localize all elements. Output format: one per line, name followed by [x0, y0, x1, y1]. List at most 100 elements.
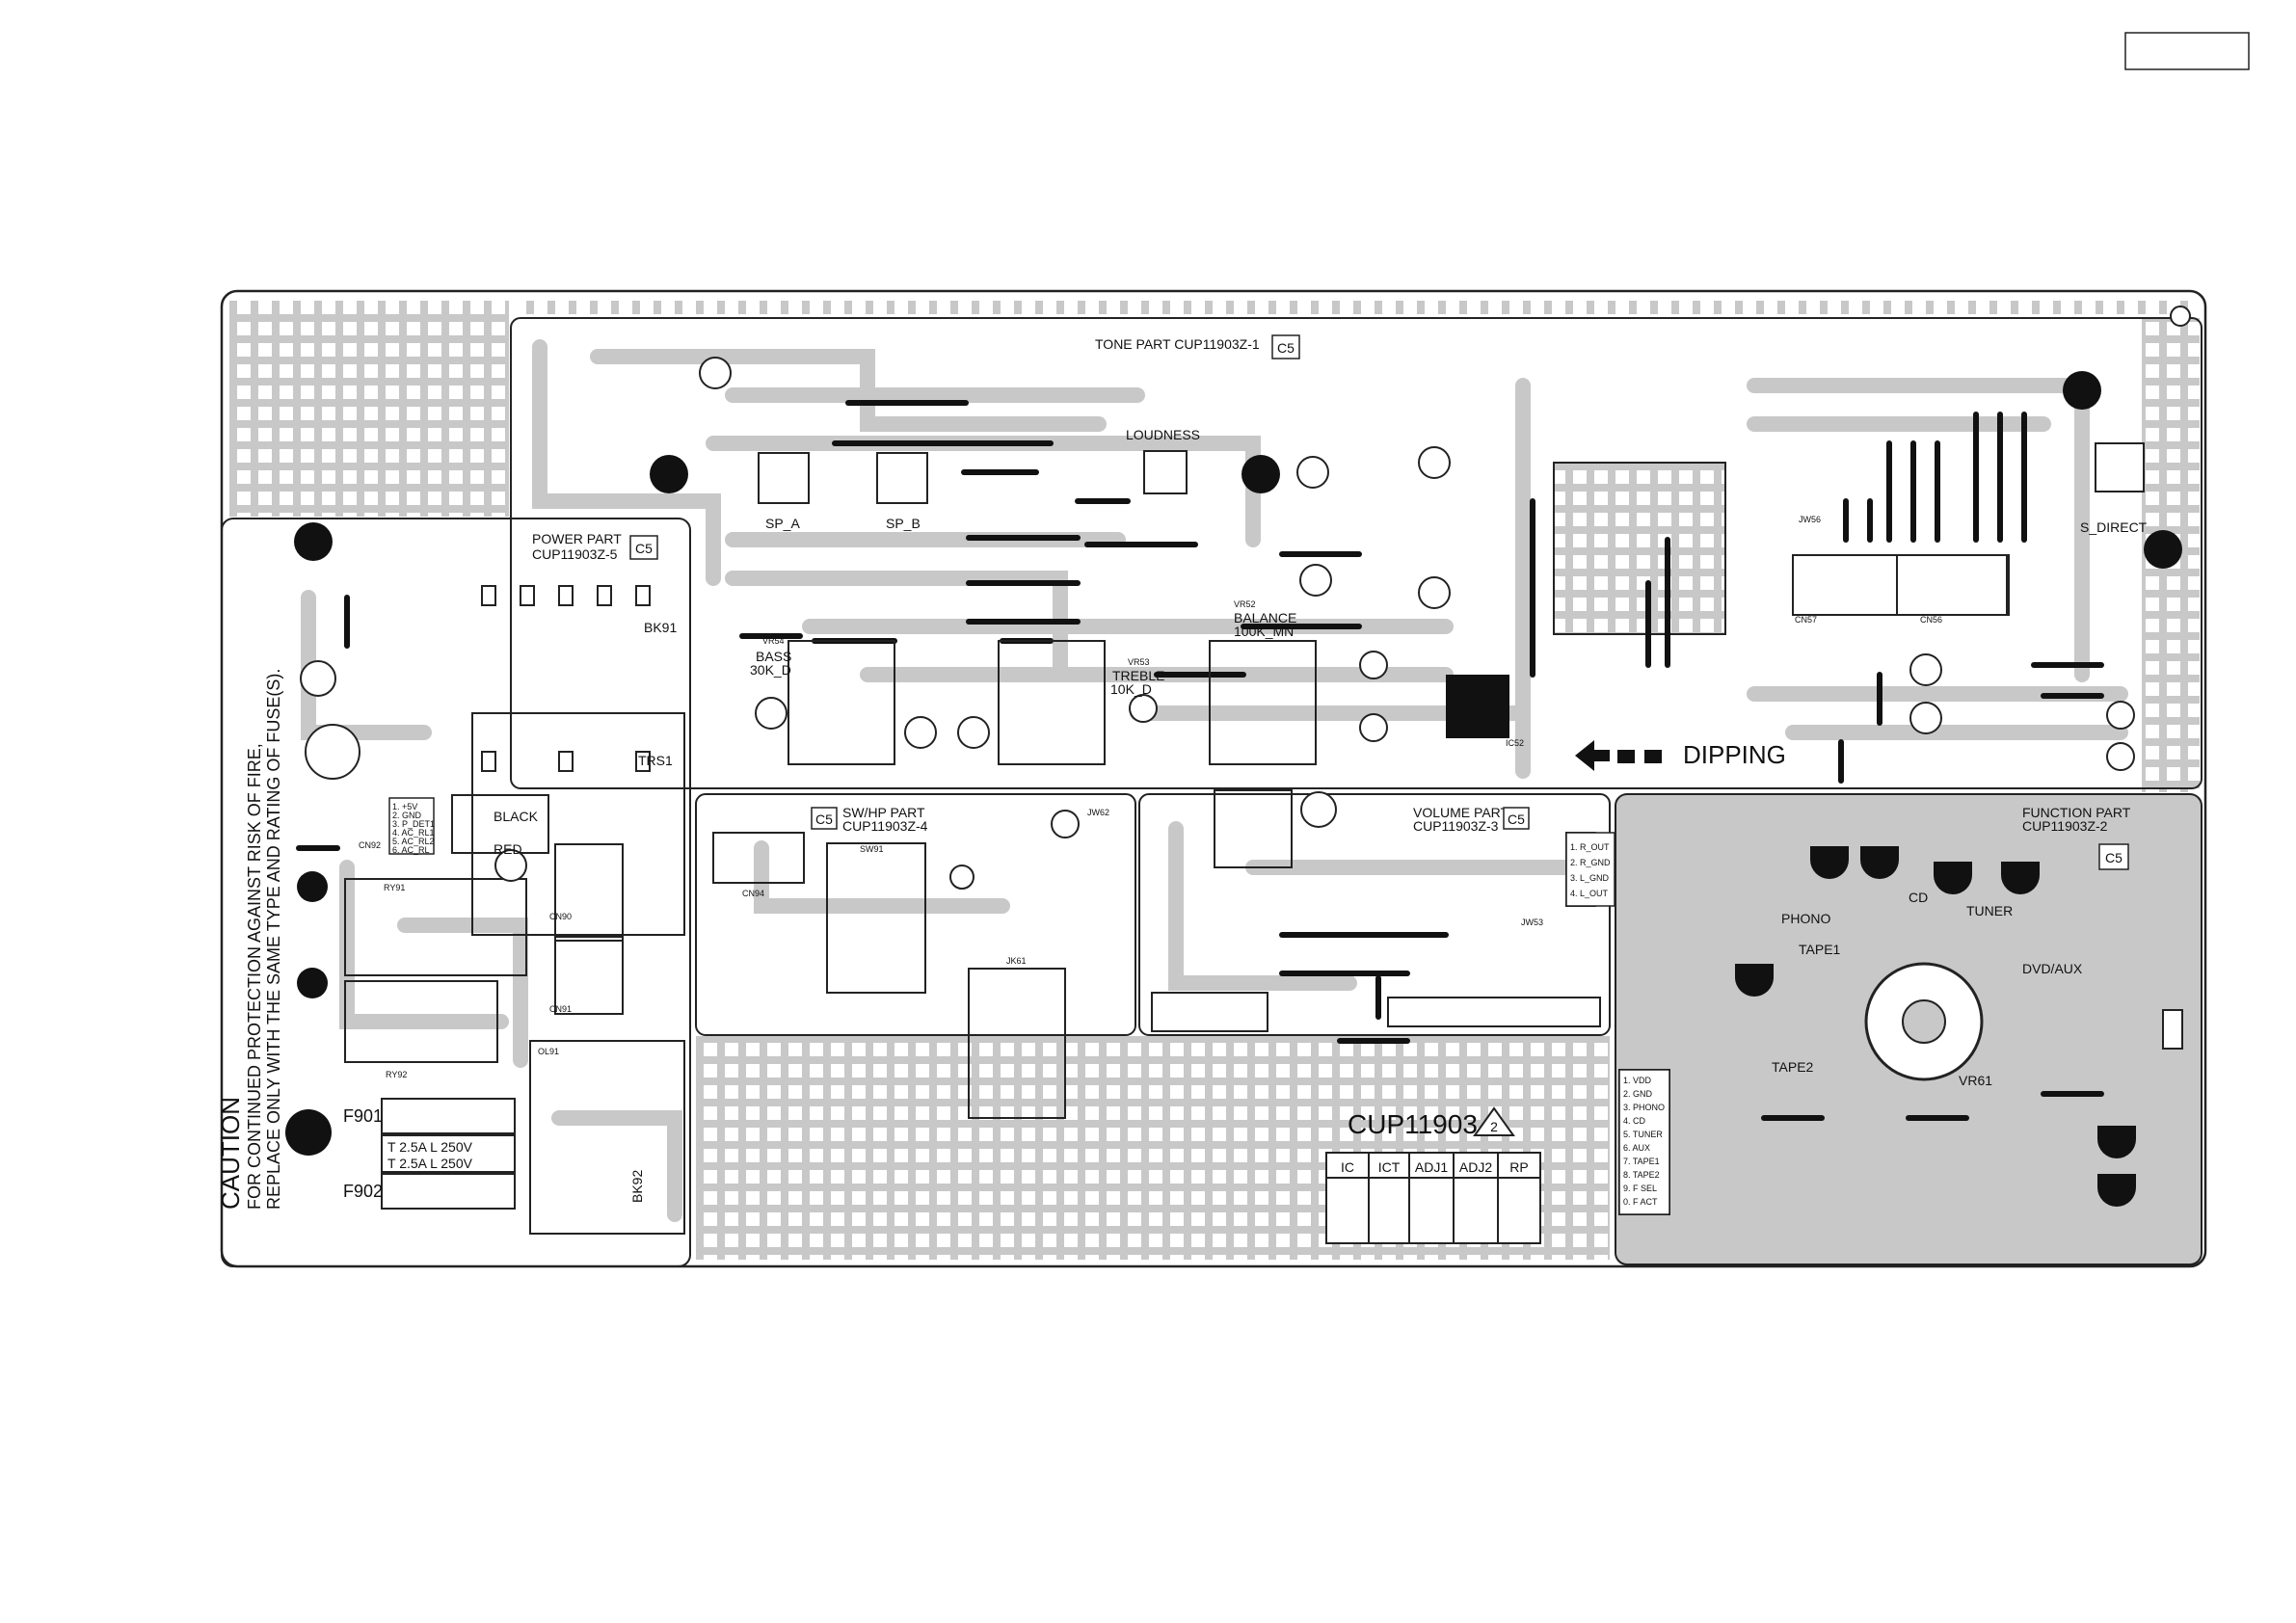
relay-ry92-outline [344, 980, 498, 1063]
capacitor [300, 660, 336, 697]
ry91-label: RY91 [384, 883, 405, 892]
function-pin: 4. CD [1623, 1116, 1646, 1126]
sw-hp-part-title-2: CUP11903Z-4 [842, 818, 928, 834]
power-pin: 1. +5V [392, 802, 417, 812]
s-direct-label: S_DIRECT [2080, 519, 2148, 535]
switch-loudness [1143, 450, 1188, 494]
switch-s-direct [2095, 442, 2145, 492]
volume-pinout-box [1565, 832, 1615, 907]
sw-hp-part-title-1: SW/HP PART [842, 805, 925, 820]
sp-a-label: SP_A [765, 516, 800, 531]
fuse-rating-box [381, 1134, 516, 1173]
power-part-outline [221, 518, 691, 1267]
c5-badge [629, 535, 658, 560]
rotary-selector-shaft [1902, 999, 1946, 1044]
led-label-tuner: TUNER [1966, 903, 2013, 918]
power-part-title-1: POWER PART [532, 531, 622, 546]
fuse-f902-label: F902 [343, 1182, 383, 1201]
c5-badge [1503, 807, 1530, 830]
function-pin: 8. TAPE2 [1623, 1170, 1660, 1180]
tone-part-title: TONE PART CUP11903Z-1 [1095, 336, 1260, 352]
bass-label: BASS [756, 649, 791, 664]
balance-value: 100K_MN [1234, 624, 1294, 639]
power-pin: 2. GND [392, 811, 422, 820]
tone-pots [788, 640, 1317, 765]
power-pinout-box [388, 797, 435, 855]
c5-badge-text: C5 [2105, 850, 2122, 865]
connector-cn92 [451, 794, 549, 854]
revision-number: 2 [1490, 1119, 1498, 1134]
grid-strip-top [519, 301, 2196, 314]
mounting-hole [650, 455, 688, 493]
power-pin: 4. AC_RL1 [392, 828, 435, 838]
caution-line-1: FOR CONTINUED PROTECTION AGAINST RISK OF… [245, 743, 264, 1210]
bk92-label-group: BK92 [629, 1170, 645, 1203]
jw62-label: JW62 [1087, 808, 1109, 817]
fuse-block [381, 1098, 516, 1210]
capacitor [1296, 456, 1329, 489]
connector-cn90 [554, 843, 624, 942]
c5-badge-text: C5 [635, 541, 653, 556]
c5-badge [1271, 334, 1300, 359]
capacitor [1300, 791, 1337, 828]
mounting-hole [294, 522, 333, 561]
fuse-f902-body [381, 1173, 516, 1210]
table-header-rp: RP [1509, 1159, 1528, 1175]
volume-part-title-1: VOLUME PART [1413, 805, 1509, 820]
capacitor [1359, 713, 1388, 742]
power-pin: 3. P_DET1 [392, 819, 435, 829]
capacitor [1418, 576, 1451, 609]
capacitor [1299, 564, 1332, 597]
mounting-hole [1241, 455, 1280, 493]
capacitor [2106, 742, 2135, 771]
mounting-hole [2144, 530, 2182, 569]
c5-badge-text: C5 [1508, 812, 1525, 827]
revision-triangle [1473, 1106, 1515, 1136]
red-label: RED [494, 841, 522, 857]
capacitor [494, 849, 527, 882]
ol91-label: OL91 [538, 1047, 559, 1056]
dipping-arrow-dash [1617, 750, 1635, 763]
capacitor [904, 716, 937, 749]
function-pin: 1. VDD [1623, 1076, 1652, 1085]
caution-line-2: REPLACE ONLY WITH THE SAME TYPE AND RATI… [264, 669, 283, 1210]
cn92-label: CN92 [359, 840, 381, 850]
volume-pin: 3. L_GND [1570, 873, 1610, 883]
ry92-label: RY92 [386, 1070, 407, 1079]
grid-area-center-square [1553, 462, 1726, 635]
loudness-label: LOUDNESS [1126, 427, 1200, 442]
volume-part-outline [1138, 793, 1611, 1036]
sw91-label: SW91 [860, 844, 884, 854]
power-pin: 5. AC_RL2 [392, 837, 435, 846]
function-pin: 3. PHONO [1623, 1103, 1665, 1112]
dipping-arrow-icon [1575, 740, 1610, 771]
fuse-f901-label: F901 [343, 1106, 383, 1126]
c5-badge-text: C5 [1277, 340, 1295, 356]
inspection-table [1325, 1152, 1541, 1244]
fuse-f901-body [381, 1098, 516, 1134]
capacitor [305, 724, 360, 780]
mounting-hole [2170, 306, 2191, 327]
pot-balance-outline [1209, 640, 1317, 765]
capacitor [1909, 702, 1942, 734]
function-pin: 9. F SEL [1623, 1184, 1657, 1193]
cn57-label: CN57 [1795, 615, 1817, 625]
vr52-label: VR52 [1234, 599, 1256, 609]
capacitor [957, 716, 990, 749]
volume-pin: 1. R_OUT [1570, 842, 1610, 852]
table-header-adj1: ADJ1 [1415, 1159, 1448, 1175]
cn56-label: CN56 [1920, 615, 1942, 625]
function-part-title-1: FUNCTION PART [2022, 805, 2131, 820]
function-pin: 2. GND [1623, 1089, 1653, 1099]
power-pin: 6. AC_RL [392, 845, 430, 855]
function-part-title-2: CUP11903Z-2 [2022, 818, 2108, 834]
function-pin: 7. TAPE1 [1623, 1157, 1660, 1166]
bk92-label: BK92 [629, 1170, 645, 1203]
capacitor [1359, 651, 1388, 679]
mounting-hole [297, 871, 328, 902]
led-label-tape2: TAPE2 [1772, 1059, 1814, 1075]
black-label: BLACK [494, 809, 539, 824]
transformer-trs1-outline [471, 712, 685, 936]
mounting-hole [297, 968, 328, 998]
